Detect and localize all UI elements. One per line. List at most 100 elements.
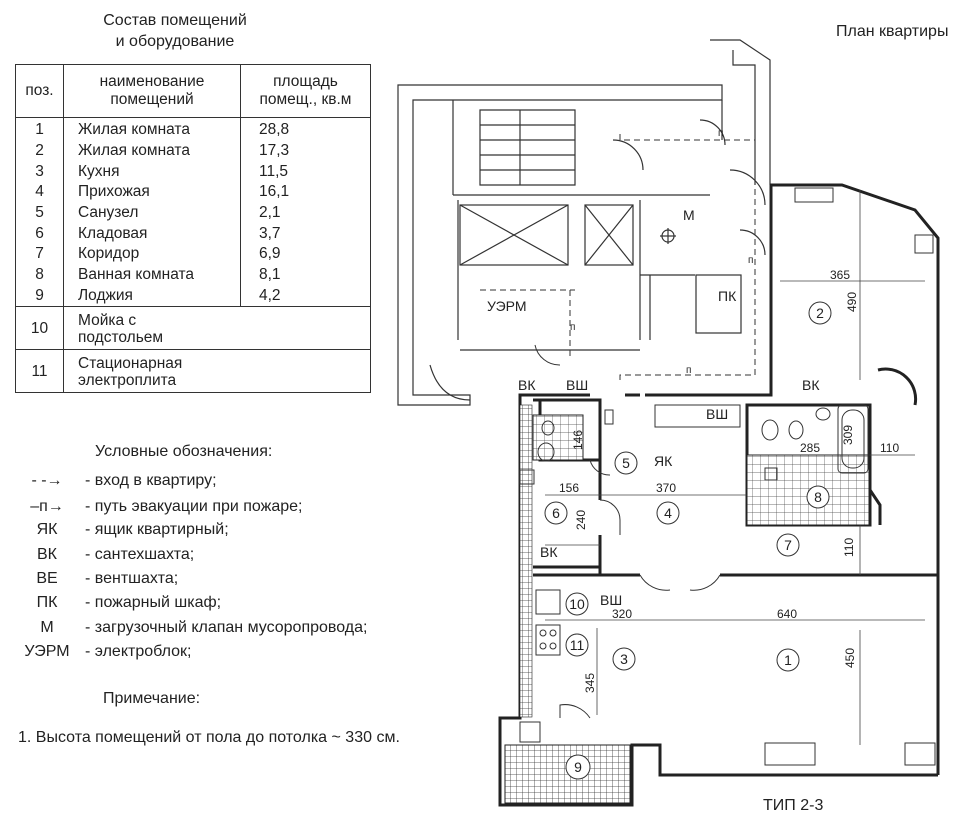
- row-name: Кладовая: [63, 223, 241, 245]
- evac-label: п: [570, 322, 575, 333]
- room-marker-circle: [565, 592, 589, 616]
- row-area: 17,3: [240, 140, 371, 162]
- pk-label: ПК: [718, 288, 737, 304]
- plan-title: План квартиры: [836, 23, 949, 40]
- vsh-label: ВШ: [600, 592, 622, 608]
- type-label: ТИП 2-3: [763, 797, 824, 814]
- legend-symbol: - -→: [31, 472, 63, 489]
- room-marker-circle: [612, 647, 636, 671]
- room-number: 10: [569, 596, 585, 612]
- dimension-label: 320: [612, 607, 632, 621]
- legend-desc: - электроблок;: [85, 643, 192, 660]
- evacuation-path: [480, 130, 756, 380]
- dimension-label: 365: [830, 268, 850, 282]
- room-marker-circle: [656, 501, 680, 525]
- legend-title: Условные обозначения:: [95, 443, 273, 460]
- dimension-label: 370: [656, 481, 676, 495]
- row-num: 10: [15, 306, 64, 351]
- evac-label: п: [686, 365, 691, 376]
- row-area: 4,2: [240, 285, 371, 307]
- dimension-label: 110: [842, 538, 856, 557]
- room-number: 3: [620, 651, 628, 667]
- rooms-table-header: поз. наименование помещений площадь поме…: [15, 64, 371, 118]
- header-area: площадь помещ., кв.м: [240, 64, 371, 118]
- room-number: 9: [574, 759, 582, 775]
- row-name: Кухня: [63, 161, 241, 183]
- room-marker-circle: [776, 533, 800, 557]
- row-area: 6,9: [240, 244, 371, 265]
- row-name-line2: подстольем: [78, 329, 164, 347]
- vk-label: ВК: [540, 544, 558, 560]
- header-area-line1: площадь: [273, 73, 338, 90]
- room-number: 5: [622, 455, 630, 471]
- note-title: Примечание:: [103, 690, 201, 707]
- room-marker-circle: [544, 501, 568, 525]
- yk-label: ЯК: [654, 453, 673, 469]
- bathroom-tiles: [504, 404, 870, 804]
- room-number: 8: [814, 489, 822, 505]
- row-name: Стационарная электроплита: [63, 349, 371, 394]
- dimension-label: 309: [841, 425, 855, 445]
- room-number: 7: [784, 537, 792, 553]
- legend-desc: - ящик квартирный;: [85, 521, 229, 538]
- legend-desc: - вход в квартиру;: [85, 472, 217, 489]
- dimension-label: 285: [800, 441, 820, 455]
- evac-label: п: [718, 128, 723, 139]
- row-name: Лоджия: [63, 285, 241, 307]
- room-marker-circle: [808, 301, 832, 325]
- legend-symbol: ЯК: [36, 521, 58, 538]
- dimension-label: 345: [583, 673, 597, 693]
- dimension-label: 240: [574, 510, 588, 530]
- dimension-label: 156: [559, 481, 579, 495]
- row-area: 8,1: [240, 264, 371, 286]
- fixtures: [519, 187, 936, 766]
- legend-symbol: М: [40, 619, 54, 636]
- room-markers: 1 2 3 4 5 6 7 8 9 10 11: [544, 301, 832, 780]
- row-area: 16,1: [240, 182, 371, 203]
- row-name-line2: электроплита: [78, 372, 177, 390]
- rooms-title: Состав помещений и оборудование: [40, 10, 310, 52]
- room-number: 2: [816, 305, 824, 321]
- note-text: 1. Высота помещений от пола до потолка ~…: [18, 729, 400, 746]
- row-name: Жилая комната: [63, 140, 241, 162]
- row-num: 11: [15, 349, 64, 394]
- room-marker-circle: [806, 485, 830, 509]
- room-marker-circle: [565, 754, 591, 780]
- row-name-line1: Мойка с: [78, 312, 137, 330]
- row-area: 3,7: [240, 223, 371, 245]
- legend-symbol: ВЕ: [36, 570, 58, 587]
- room-number: 6: [552, 505, 560, 521]
- vk-label: ВК: [802, 377, 820, 393]
- m-label: М: [683, 207, 695, 223]
- room-number: 4: [664, 505, 672, 521]
- vsh-label: ВШ: [566, 377, 588, 393]
- legend-desc: - пожарный шкаф;: [85, 594, 222, 611]
- header-name-line2: помещений: [110, 91, 194, 108]
- row-area: 11,5: [240, 161, 371, 183]
- row-name: Прихожая: [63, 182, 241, 203]
- rooms-title-line2: и оборудование: [115, 33, 235, 50]
- row-area: 2,1: [240, 202, 371, 224]
- header-pos: поз.: [15, 64, 64, 118]
- legend-desc: - загрузочный клапан мусоропровода;: [85, 619, 368, 636]
- vsh-label: ВШ: [706, 406, 728, 422]
- dimension-label: 490: [845, 292, 859, 312]
- vk-label: ВК: [518, 377, 536, 393]
- row-name: Коридор: [63, 244, 241, 265]
- header-name-line1: наименование: [99, 73, 205, 90]
- table-row: 11 Стационарная электроплита: [15, 349, 371, 394]
- legend-symbol: ПК: [36, 594, 58, 611]
- row-name: Ванная комната: [63, 264, 241, 286]
- legend-symbol: ВК: [37, 546, 57, 563]
- dimension-label: 110: [880, 441, 899, 455]
- room-marker-circle: [776, 648, 800, 672]
- row-name: Мойка с подстольем: [63, 306, 371, 351]
- header-area-line2: помещ., кв.м: [259, 91, 352, 108]
